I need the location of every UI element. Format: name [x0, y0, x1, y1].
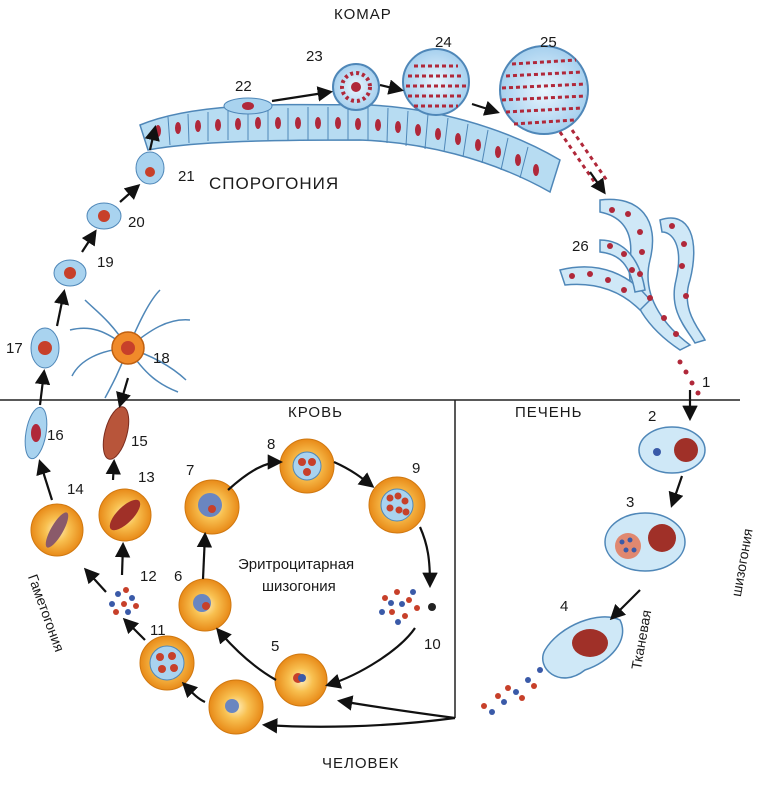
stage-number-19: 19	[97, 254, 114, 271]
stage-number-16: 16	[47, 427, 64, 444]
label-mosquito: КОМАР	[334, 6, 392, 23]
label-sporogony: СПОРОГОНИЯ	[209, 174, 340, 193]
stage-3-liver-schizont	[604, 512, 686, 572]
stage-number-25: 25	[540, 34, 557, 51]
stage-21-ookinete	[135, 151, 165, 185]
stage-11-schizont-rbc	[139, 635, 195, 691]
stage-24-mature-oocyst	[402, 48, 470, 116]
stage-7-trophozoite-rbc	[184, 479, 240, 535]
stage-26-salivary-gland	[559, 198, 707, 396]
stage-number-3: 3	[626, 494, 635, 511]
stage-number-21: 21	[178, 168, 195, 185]
stage-number-10: 10	[424, 636, 441, 653]
stage-number-9: 9	[412, 460, 421, 477]
stage-19-ookinete-early	[53, 259, 87, 287]
label-erythrocytic-line1: Эритроцитарная	[238, 556, 355, 573]
stage-number-7: 7	[186, 462, 195, 479]
stage-8-schizont-rbc	[279, 438, 335, 494]
stage-18-exflagellation	[69, 289, 191, 399]
stage-number-8: 8	[267, 436, 276, 453]
label-liver: ПЕЧЕНЬ	[515, 404, 583, 421]
stage-number-11: 11	[150, 622, 166, 639]
label-blood: КРОВЬ	[288, 404, 343, 421]
stage-4-rupturing-liver-cell	[481, 616, 624, 715]
mosquito-gut-epithelium	[139, 103, 561, 194]
stage-number-22: 22	[235, 78, 252, 95]
stage-number-20: 20	[128, 214, 145, 231]
stage-number-26: 26	[572, 238, 589, 255]
label-human: ЧЕЛОВЕК	[322, 755, 400, 772]
cycle-arrows	[34, 79, 698, 734]
stage-number-2: 2	[648, 408, 657, 425]
stage-10-merozoites	[379, 589, 436, 625]
stage-20-ookinete	[86, 202, 122, 230]
stage-23-oocyst	[332, 63, 380, 111]
stage-number-24: 24	[435, 34, 452, 51]
stage-16-gametocyte	[24, 406, 48, 460]
stage-17-zygote	[30, 327, 60, 369]
stage-number-23: 23	[306, 48, 323, 65]
stage-number-12: 12	[140, 568, 157, 585]
stage-15-gametocyte	[102, 406, 130, 460]
stage-number-4: 4	[560, 598, 569, 615]
stage-human-entry-rbc	[208, 679, 264, 735]
stage-number-13: 13	[138, 469, 155, 486]
stage-12-merozoites	[109, 587, 139, 615]
stage-number-14: 14	[67, 481, 84, 498]
stage-number-18: 18	[153, 350, 170, 367]
stage-number-1: 1	[702, 374, 711, 391]
stage-number-17: 17	[6, 340, 23, 357]
stage-9-mature-schizont-rbc	[368, 476, 426, 534]
label-erythrocytic-line2: шизогония	[262, 578, 336, 595]
stage-6-trophozoite-rbc	[178, 578, 232, 632]
stage-number-5: 5	[271, 638, 280, 655]
stage-14-gametocyte-rbc	[30, 503, 84, 557]
stage-2-liver-cell	[638, 426, 706, 474]
stage-number-6: 6	[174, 568, 183, 585]
stage-25-bursting-oocyst	[499, 45, 610, 191]
stage-number-15: 15	[131, 433, 148, 450]
stage-13-gametocyte-rbc	[98, 488, 152, 542]
stage-5-ring-rbc	[274, 653, 328, 707]
